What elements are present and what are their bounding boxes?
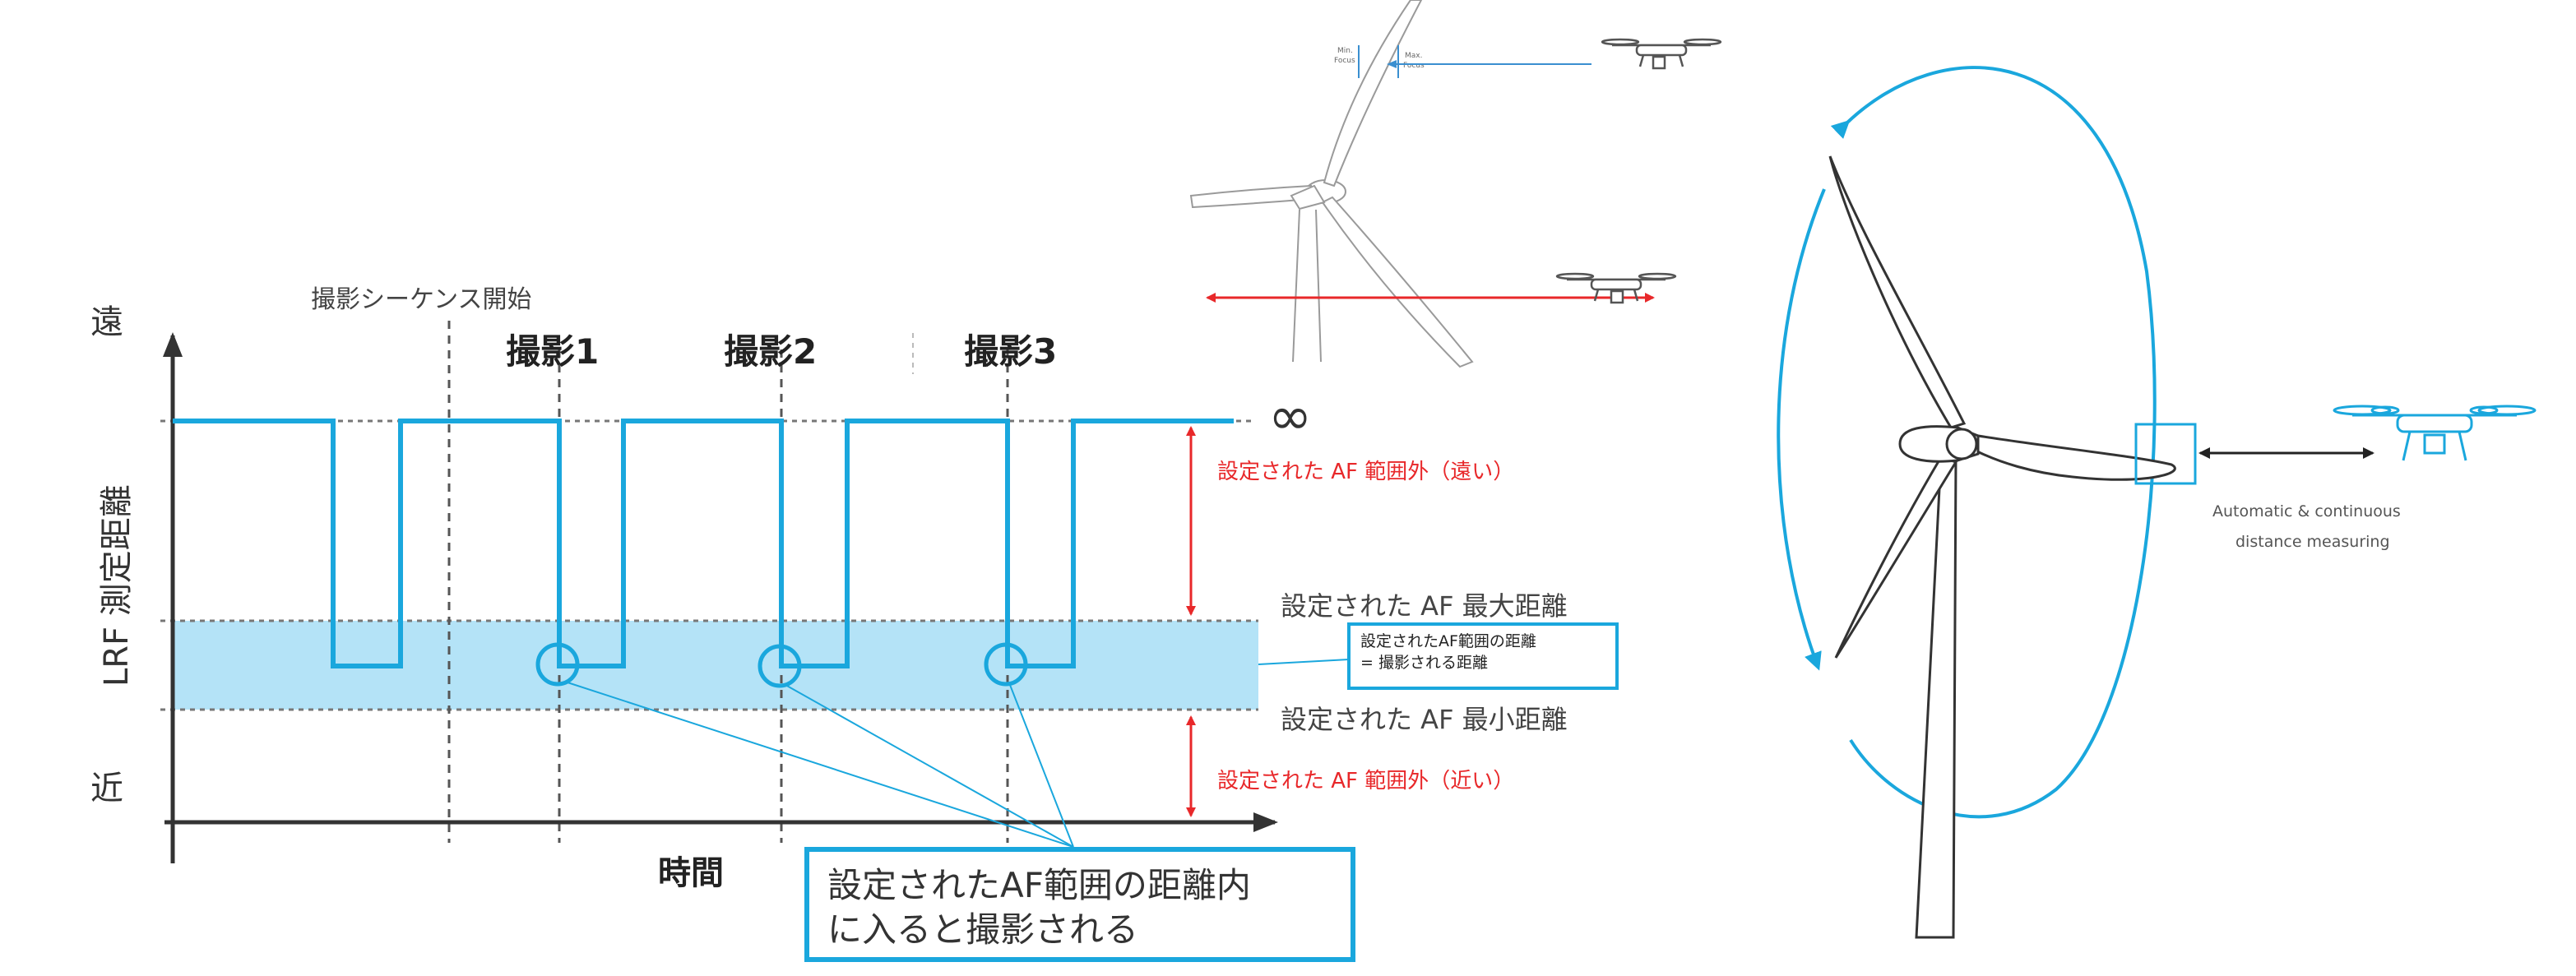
in-range-note: 設定されたAF範囲の距離 = 撮影される距離 bbox=[1347, 622, 1619, 690]
turbine-blade bbox=[1834, 456, 1958, 659]
drone-icon bbox=[1555, 272, 1677, 304]
bottom-note-line-1: 設定されたAF範囲の距離内 bbox=[827, 865, 1251, 905]
y-near-label: 近 bbox=[90, 770, 123, 807]
leader-line bbox=[567, 682, 1074, 848]
rotation-arc-left bbox=[1777, 188, 1826, 671]
af-min-label: 設定された AF 最小距離 bbox=[1281, 704, 1568, 735]
wind-turbine-icon bbox=[1292, 209, 1322, 363]
wind-turbine-icon bbox=[1915, 455, 1957, 939]
min-focus-label: Min. bbox=[1337, 47, 1353, 55]
leader-line bbox=[1258, 659, 1350, 665]
caption-line-2: distance measuring bbox=[2235, 533, 2390, 551]
lrf-distance-signal bbox=[173, 419, 1234, 668]
leader-line bbox=[785, 684, 1074, 848]
af-max-label: 設定された AF 最大距離 bbox=[1281, 590, 1568, 622]
turbine-blade bbox=[1321, 196, 1474, 368]
leader-line bbox=[1009, 684, 1074, 848]
drone-icon bbox=[1601, 38, 1722, 70]
measure-target-box bbox=[2134, 423, 2197, 485]
x-axis-label: 時間 bbox=[658, 854, 724, 892]
turbine-blade bbox=[1828, 155, 1967, 429]
shot3-label: 撮影3 bbox=[964, 331, 1057, 372]
max-focus-label-2: Focus bbox=[1403, 62, 1425, 70]
infinity-icon: ∞ bbox=[1268, 386, 1312, 447]
drone-icon bbox=[2333, 405, 2537, 461]
min-focus-label-2: Focus bbox=[1334, 57, 1355, 65]
max-focus-label: Max. bbox=[1405, 52, 1422, 60]
shot2-label: 撮影2 bbox=[724, 331, 817, 372]
y-axis-label: LRF 測定距離 bbox=[98, 484, 136, 687]
out-far-label: 設定された AF 範囲外（遠い） bbox=[1217, 460, 1514, 484]
rotation-arc bbox=[1830, 66, 2157, 819]
bottom-note-line-2: に入ると撮影される bbox=[827, 909, 1139, 950]
in-range-note-line-1: 設定されたAF範囲の距離 bbox=[1360, 632, 1536, 650]
bottom-note: 設定されたAF範囲の距離内 に入ると撮影される bbox=[804, 847, 1355, 962]
caption-line-1: Automatic & continuous bbox=[2212, 502, 2401, 520]
target-circle-icon bbox=[535, 642, 580, 687]
continuous-measure-figure: Automatic & continuous distance measurin… bbox=[1777, 66, 2537, 939]
in-range-note-line-2: = 撮影される距離 bbox=[1360, 654, 1488, 672]
focus-range-figure: Min. Focus Max. Focus bbox=[1189, 0, 1655, 368]
y-far-label: 遠 bbox=[90, 303, 123, 341]
sequence-start-label: 撮影シーケンス開始 bbox=[311, 285, 532, 314]
target-circle-icon bbox=[984, 642, 1028, 687]
target-circle-icon bbox=[758, 644, 802, 688]
turbine-blade bbox=[1189, 184, 1312, 209]
shot1-label: 撮影1 bbox=[506, 331, 599, 372]
turbine-blade bbox=[1974, 434, 2176, 481]
af-range-graph: 遠 近 LRF 測定距離 時間 撮影シーケンス開始 撮影1 撮影2 撮影3 ∞ … bbox=[90, 285, 1568, 892]
turbine-blade bbox=[1323, 0, 1423, 187]
out-near-label: 設定された AF 範囲外（近い） bbox=[1217, 769, 1514, 793]
